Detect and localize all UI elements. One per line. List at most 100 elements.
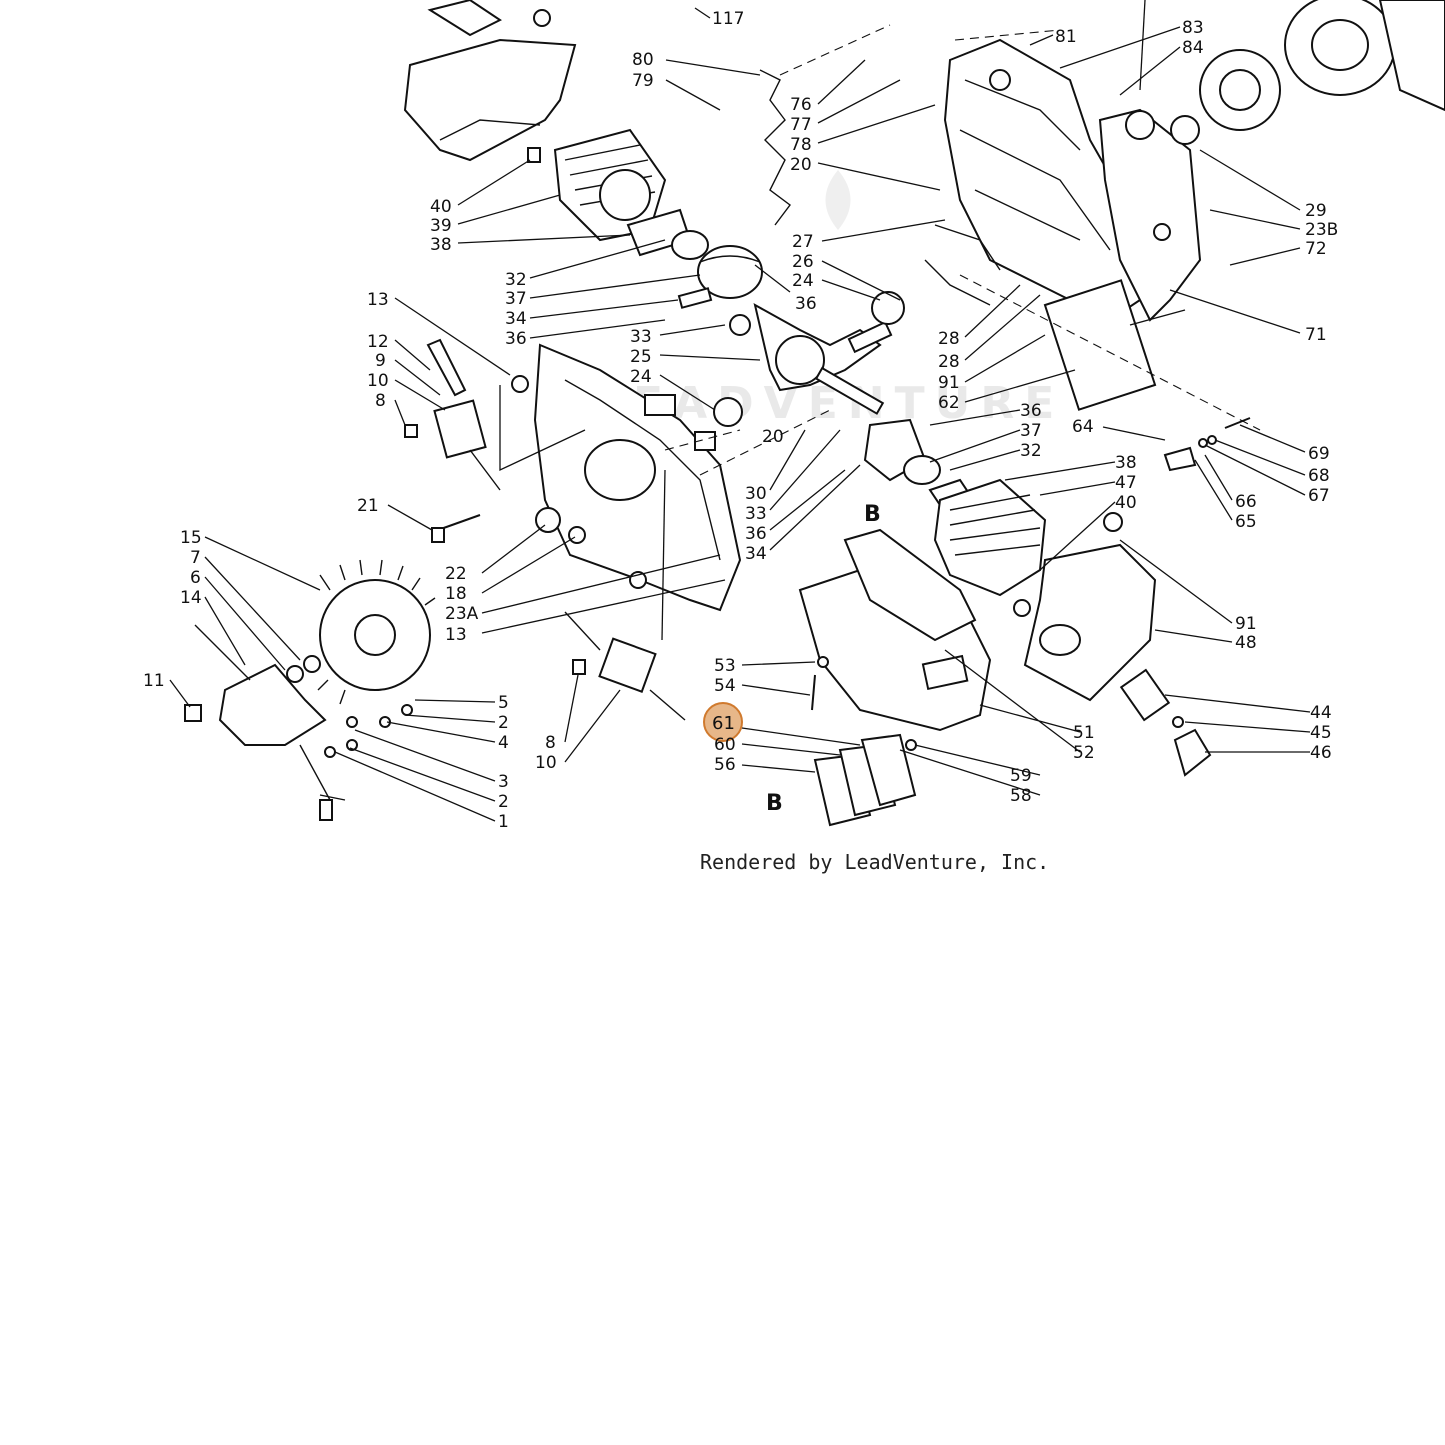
- callout-28-a: 28: [938, 329, 960, 349]
- callout-44: 44: [1310, 703, 1332, 723]
- muffler-plates-b: [813, 733, 917, 827]
- callout-77: 77: [790, 115, 812, 135]
- right-cylinder-group: [863, 418, 1157, 702]
- callout-20-top: 20: [790, 155, 812, 175]
- top-cover: [403, 0, 577, 162]
- callout-26: 26: [792, 252, 814, 272]
- spark-plug-group: [1119, 668, 1212, 777]
- callout-10-top: 10: [367, 371, 389, 391]
- callout-47: 47: [1115, 473, 1137, 493]
- callout-28-b: 28: [938, 352, 960, 372]
- callout-20-mid: 20: [762, 427, 784, 447]
- ignition-coil-lower: [564, 611, 686, 721]
- muffler: [798, 528, 992, 732]
- callout-12: 12: [367, 332, 389, 352]
- callout-69: 69: [1308, 444, 1330, 464]
- callout-52: 52: [1073, 743, 1095, 763]
- ignition-module-lower: [184, 624, 413, 821]
- callout-33-top: 33: [630, 327, 652, 347]
- callout-67: 67: [1308, 486, 1330, 506]
- callout-8-top: 8: [375, 391, 386, 411]
- callout-40-right: 40: [1115, 493, 1137, 513]
- callout-11: 11: [143, 671, 165, 691]
- callout-37-top: 37: [505, 289, 527, 309]
- dash-centerlines: [499, 0, 1261, 641]
- callout-2-a: 2: [498, 713, 509, 733]
- callout-60: 60: [714, 735, 736, 755]
- callout-23b: 23B: [1305, 220, 1338, 240]
- callout-54: 54: [714, 676, 736, 696]
- chain-guides: [759, 69, 1186, 411]
- callout-80: 80: [632, 50, 654, 70]
- callout-38-top: 38: [430, 235, 452, 255]
- callout-40-top: 40: [430, 197, 452, 217]
- callout-38-right: 38: [1115, 453, 1137, 473]
- callout-79: 79: [632, 71, 654, 91]
- flywheel: [286, 559, 436, 705]
- callout-83: 83: [1182, 18, 1204, 38]
- callout-32-right: 32: [1020, 441, 1042, 461]
- section-marker-b-lower: B: [766, 791, 783, 816]
- callout-23a: 23A: [445, 604, 479, 624]
- highlight-marker: [703, 702, 743, 742]
- callout-25: 25: [630, 347, 652, 367]
- callout-53: 53: [714, 656, 736, 676]
- oil-pump-clutch: [1199, 0, 1445, 131]
- section-marker-b-upper: B: [864, 502, 881, 527]
- callout-34-top: 34: [505, 309, 527, 329]
- callout-21: 21: [357, 496, 379, 516]
- callout-29: 29: [1305, 201, 1327, 221]
- callout-5: 5: [498, 693, 509, 713]
- callout-64: 64: [1072, 417, 1094, 437]
- callout-24-mid: 24: [630, 367, 652, 387]
- callout-34-low: 34: [745, 544, 767, 564]
- callout-8-low: 8: [545, 733, 556, 753]
- ignition-coil-upper: [404, 338, 501, 491]
- callout-labels: 117 80 79 81 83 84 76 77 78 20 40 39 38 …: [143, 9, 1338, 832]
- callout-72: 72: [1305, 239, 1327, 259]
- callout-3: 3: [498, 772, 509, 792]
- callout-65: 65: [1235, 512, 1257, 532]
- piston-left: [671, 230, 763, 309]
- callout-45: 45: [1310, 723, 1332, 743]
- crankshaft: [713, 291, 905, 427]
- callout-91-low: 91: [1235, 614, 1257, 634]
- callout-24-top: 24: [792, 271, 814, 291]
- render-credit: Rendered by LeadVenture, Inc.: [700, 850, 1050, 874]
- callout-84: 84: [1182, 38, 1204, 58]
- callout-56: 56: [714, 755, 736, 775]
- callout-14: 14: [180, 588, 202, 608]
- callout-51: 51: [1073, 723, 1095, 743]
- callout-46: 46: [1310, 743, 1332, 763]
- crankcase-right: [943, 38, 1202, 322]
- callout-1: 1: [498, 812, 509, 832]
- callout-7: 7: [190, 548, 201, 568]
- callout-13-low: 13: [445, 625, 467, 645]
- callout-37-right: 37: [1020, 421, 1042, 441]
- callout-2-b: 2: [498, 792, 509, 812]
- callout-6: 6: [190, 568, 201, 588]
- callout-36-right: 36: [1020, 401, 1042, 421]
- callout-10-low: 10: [535, 753, 557, 773]
- callout-18: 18: [445, 584, 467, 604]
- callout-22: 22: [445, 564, 467, 584]
- callout-61-highlighted[interactable]: 61: [712, 713, 735, 734]
- callout-91-top: 91: [938, 373, 960, 393]
- callout-36-low: 36: [745, 524, 767, 544]
- callout-62: 62: [938, 393, 960, 413]
- watermark-flame-icon: [825, 170, 851, 230]
- callout-58: 58: [1010, 786, 1032, 806]
- callout-66: 66: [1235, 492, 1257, 512]
- callout-117: 117: [712, 9, 744, 29]
- callout-36-left: 36: [505, 329, 527, 349]
- callout-36-mid: 36: [795, 294, 817, 314]
- crankcase-left: [511, 343, 742, 612]
- callout-78: 78: [790, 135, 812, 155]
- callout-15: 15: [180, 528, 202, 548]
- callout-68: 68: [1308, 466, 1330, 486]
- callout-4: 4: [498, 733, 509, 753]
- callout-71: 71: [1305, 325, 1327, 345]
- callout-81: 81: [1055, 27, 1077, 47]
- callout-9: 9: [375, 351, 386, 371]
